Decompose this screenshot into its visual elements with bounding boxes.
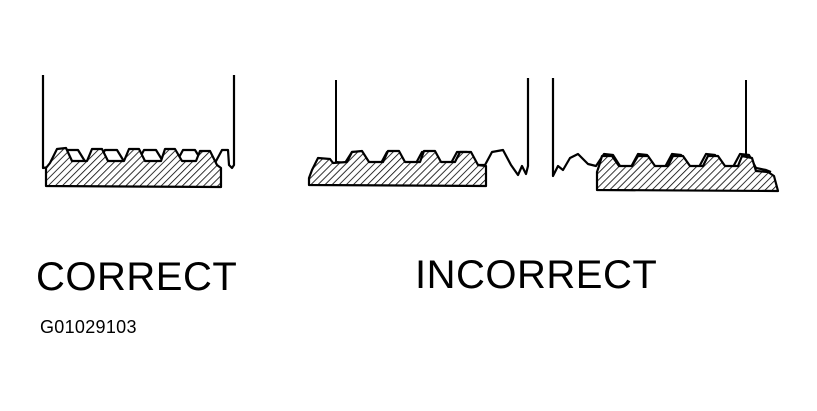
incorrect-label: INCORRECT: [415, 253, 658, 297]
correct-belt: [44, 146, 223, 189]
incorrect-left-belt: [307, 149, 488, 188]
correct-label: CORRECT: [36, 255, 238, 299]
correct-pulley-groove: [41, 75, 236, 170]
figure-code: G01029103: [40, 317, 137, 337]
incorrect-right-pulley-groove: [551, 78, 772, 178]
incorrect-pulley-example-right: [551, 78, 780, 193]
correct-pulley-example: [41, 75, 236, 189]
incorrect-pulley-example-left: [307, 78, 530, 188]
incorrect-right-belt: [595, 154, 780, 193]
